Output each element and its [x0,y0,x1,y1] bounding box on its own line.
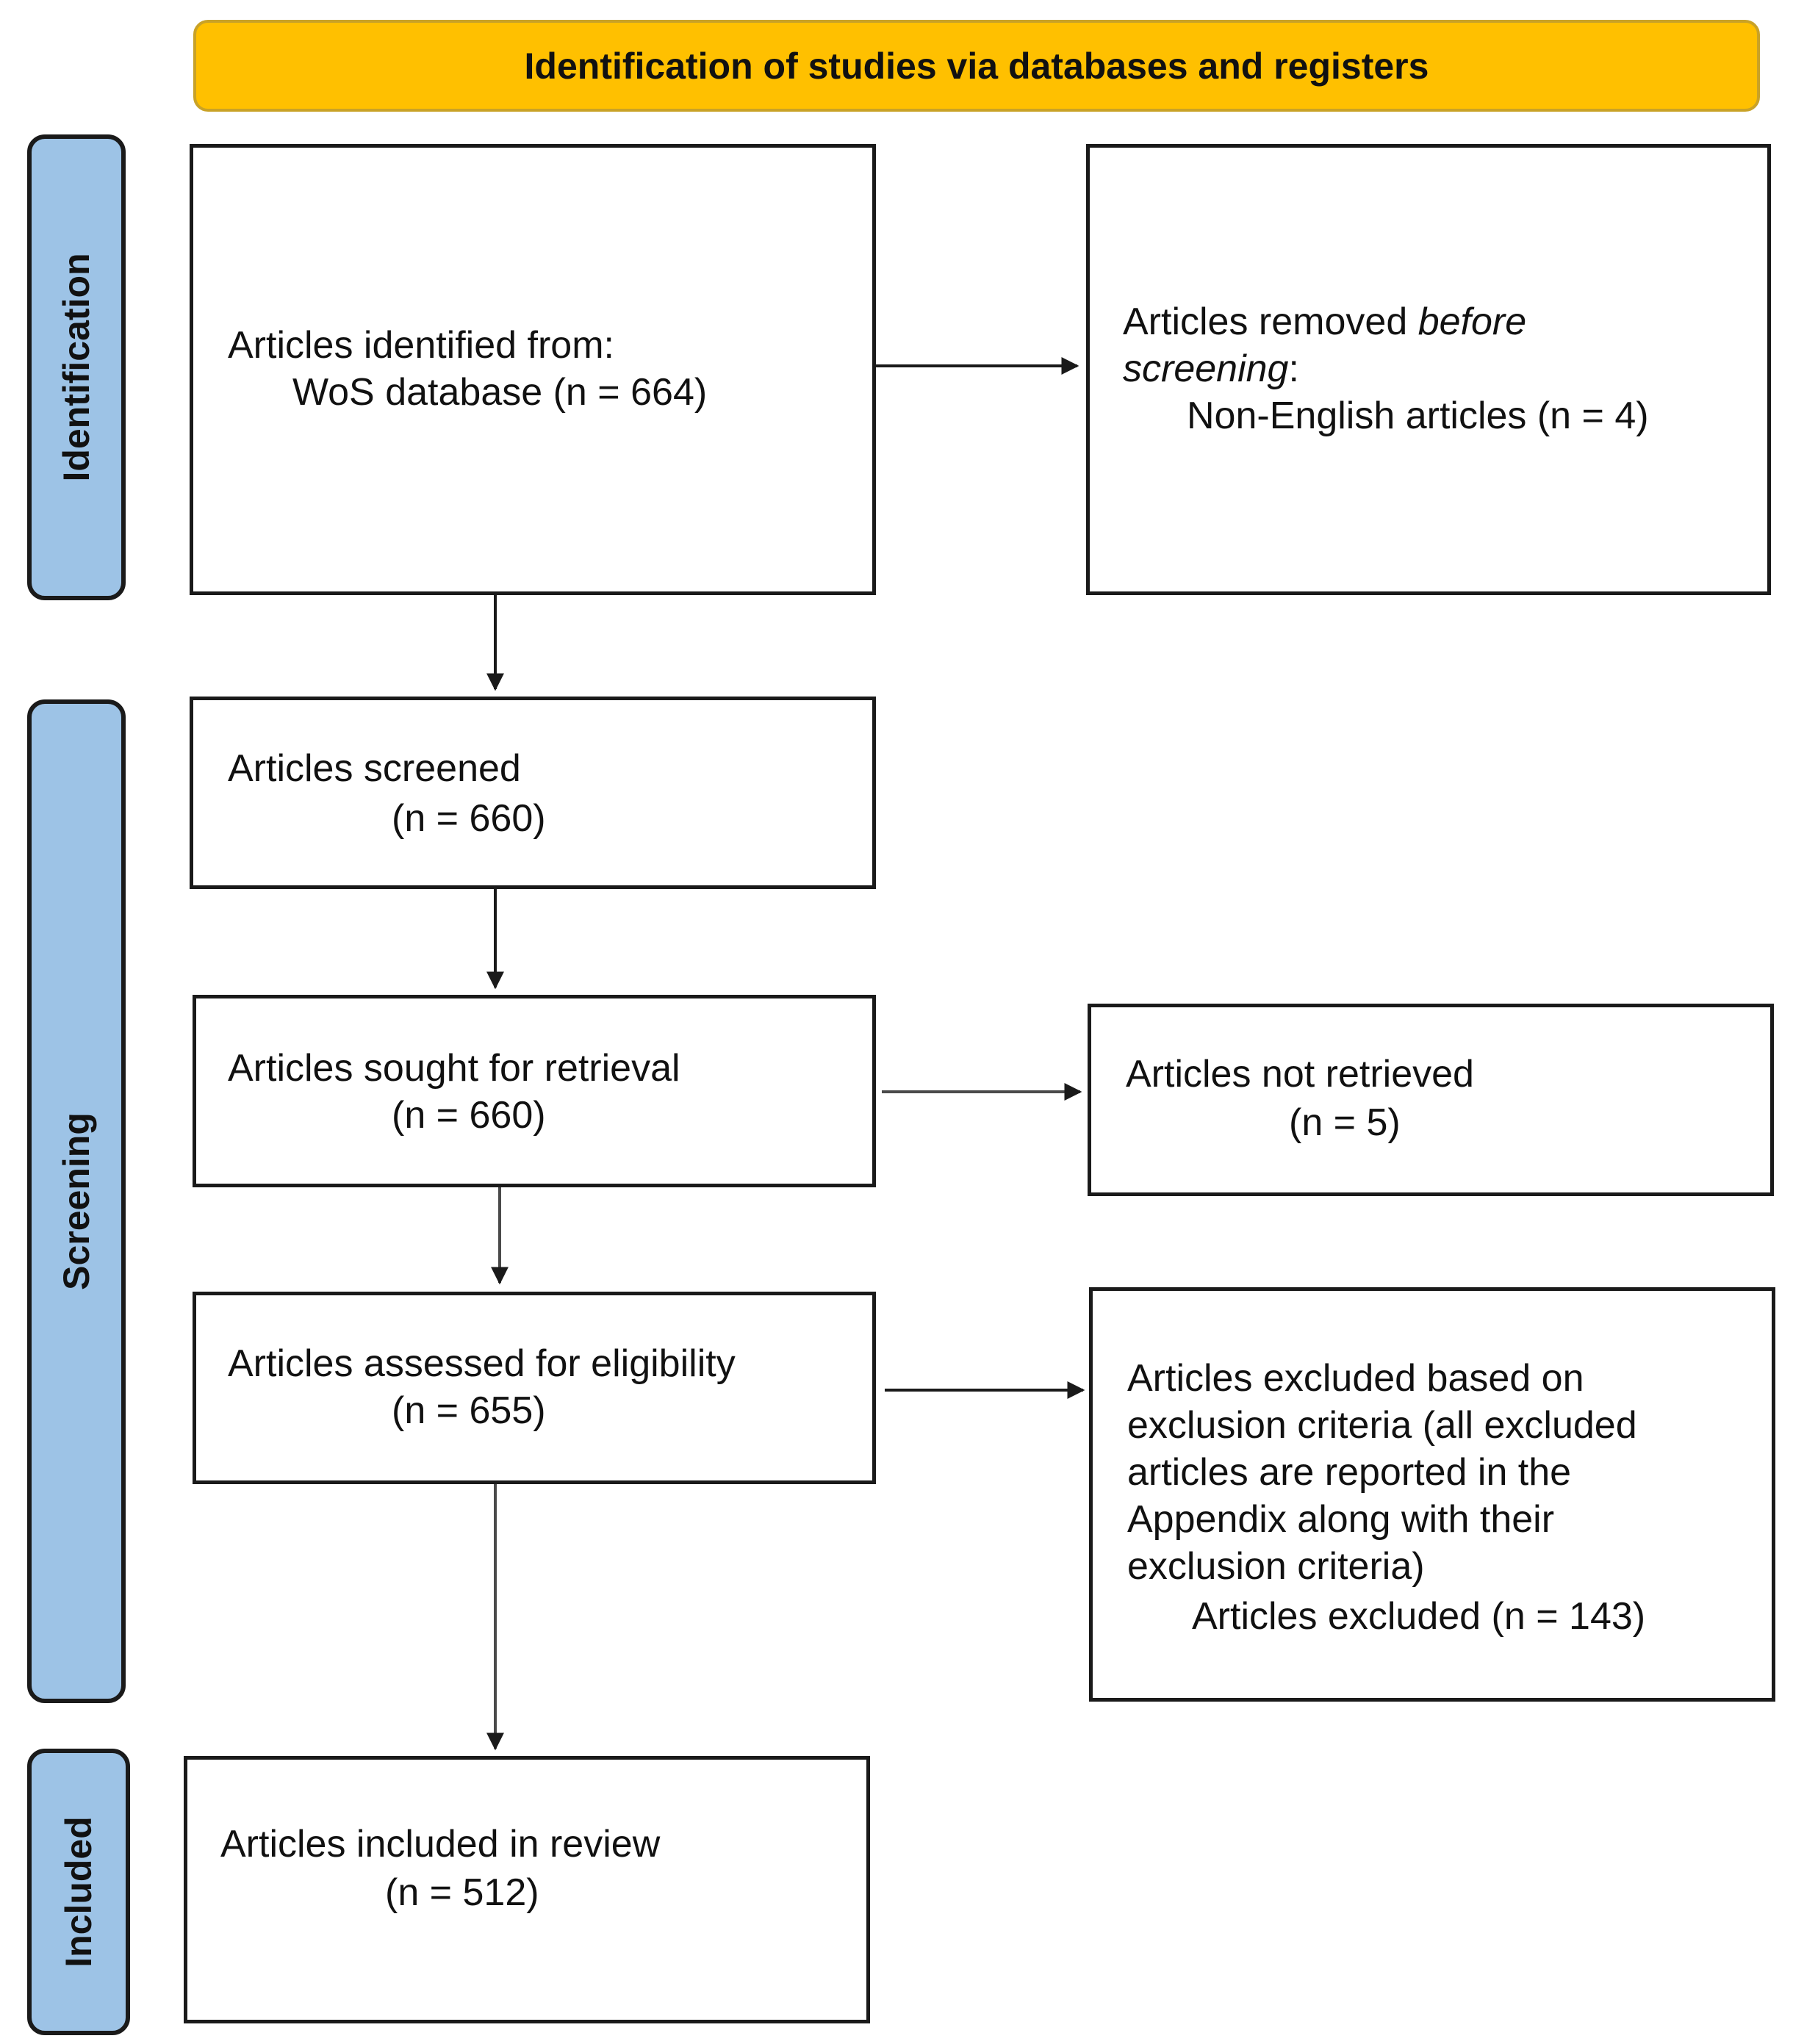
box-not-retrieved [1088,1004,1774,1196]
removed-line1-text: Articles removed [1123,301,1418,343]
excluded-line2: exclusion criteria (all excluded [1127,1404,1637,1447]
box-sought [193,995,876,1187]
excluded-line3: articles are reported in the [1127,1451,1572,1494]
box-screened [190,697,876,889]
box-included [184,1756,870,2023]
removed-line2: screening: [1123,345,1299,392]
box-excluded [1089,1287,1775,1702]
excluded-line4: Appendix along with their [1127,1498,1555,1541]
box-assessed [193,1292,876,1484]
assessed-line2: (n = 655) [392,1389,546,1432]
removed-before-italic: before [1417,301,1527,343]
identified-line1: Articles identified from: [228,324,614,367]
box-identified [190,144,876,595]
removed-line3: Non-English articles (n = 4) [1187,395,1649,437]
box-removed [1086,144,1771,595]
excluded-line5: exclusion criteria) [1127,1545,1425,1588]
identified-line2: WoS database (n = 664) [292,371,708,414]
assessed-line1: Articles assessed for eligibility [228,1342,736,1385]
not-retrieved-line1: Articles not retrieved [1126,1053,1474,1095]
header-bar: Identification of studies via databases … [193,20,1760,112]
not-retrieved-line2: (n = 5) [1289,1101,1401,1144]
sought-line2: (n = 660) [392,1094,546,1137]
header-title: Identification of studies via databases … [524,45,1429,87]
removed-colon: : [1288,348,1299,390]
excluded-line6: Articles excluded (n = 143) [1192,1595,1646,1638]
included-line1: Articles included in review [220,1823,661,1865]
phase-screening: Screening [27,699,126,1703]
phase-identification: Identification [27,134,126,600]
screened-line2: (n = 660) [392,797,546,840]
sought-line1: Articles sought for retrieval [228,1047,680,1090]
phase-included: Included [27,1749,130,2035]
removed-screening-italic: screening [1123,348,1289,390]
removed-line1: Articles removed before [1123,298,1526,345]
excluded-line1: Articles excluded based on [1127,1357,1584,1400]
included-line2: (n = 512) [385,1871,539,1914]
screened-line1: Articles screened [228,747,521,790]
